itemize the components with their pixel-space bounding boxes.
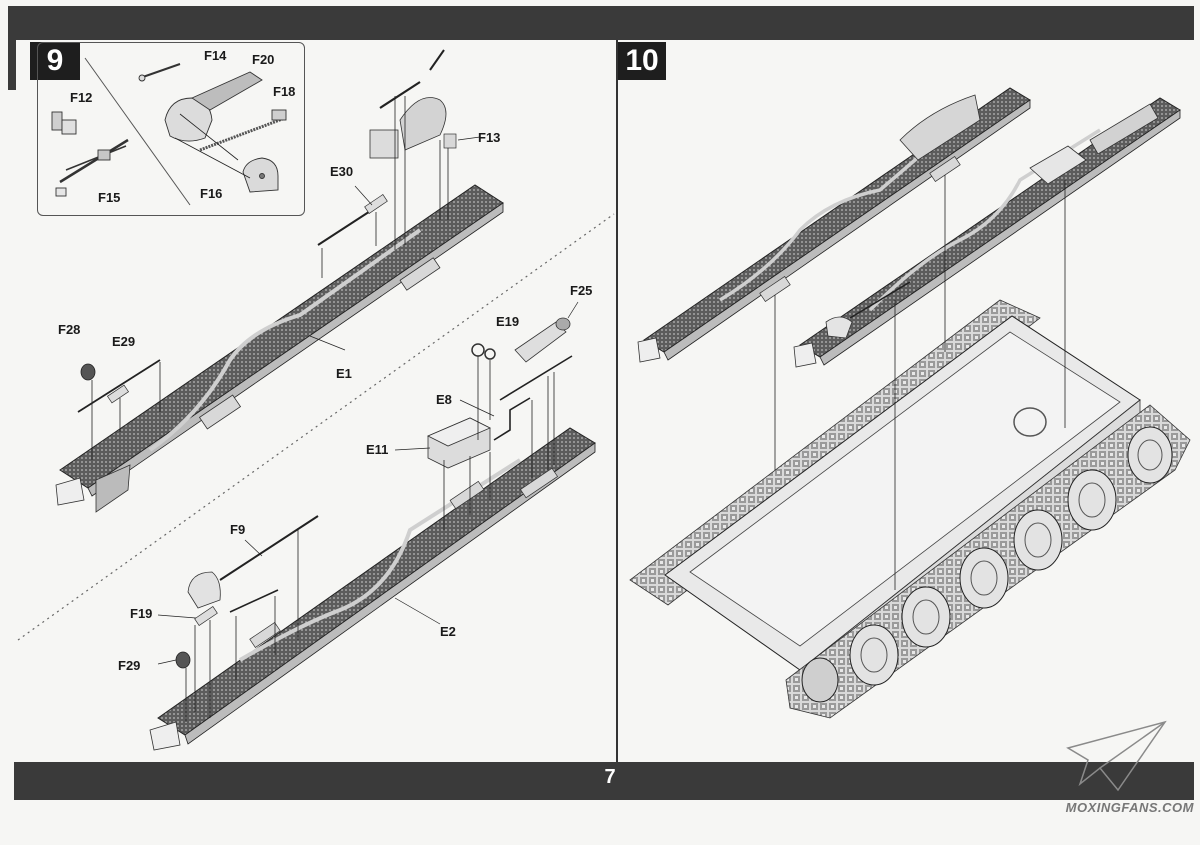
label-e2: E2 [440, 624, 456, 639]
watermark-logo [1066, 720, 1167, 792]
label-e30: E30 [330, 164, 354, 179]
inset-parts [51, 63, 287, 197]
step-divider [616, 40, 618, 762]
hull-with-tracks [629, 175, 1191, 719]
label-e1: E1 [336, 366, 352, 381]
label-e19: E19 [496, 314, 520, 329]
label-f16: F16 [200, 186, 223, 201]
inset-subassembly-box [37, 42, 305, 216]
header-band [8, 6, 1194, 40]
label-e29: E29 [112, 334, 136, 349]
label-f13: F13 [478, 130, 501, 145]
watermark-text: MOXINGFANS.COM [1065, 800, 1194, 815]
label-f18: F18 [273, 84, 296, 99]
step-9-badge: 9 [30, 42, 80, 80]
label-f20: F20 [252, 52, 275, 67]
step10-fender-right [793, 97, 1181, 368]
label-f28: F28 [58, 322, 81, 337]
label-f25: F25 [570, 283, 593, 298]
label-f12: F12 [70, 90, 93, 105]
label-f19: F19 [130, 606, 153, 621]
label-f29: F29 [118, 658, 141, 673]
step10-fender-left [637, 87, 1031, 363]
fender-e1 [55, 49, 504, 513]
page-number: 7 [604, 766, 616, 788]
label-e11: E11 [366, 442, 389, 457]
label-f14: F14 [204, 48, 227, 63]
fender-e2 [149, 301, 596, 751]
step-10-badge: 10 [618, 42, 666, 80]
label-f9: F9 [230, 522, 246, 537]
label-f15: F15 [98, 190, 121, 205]
subassembly-separator [17, 213, 615, 641]
edge-tab [8, 40, 16, 90]
label-e8: E8 [436, 392, 452, 407]
footer-band [14, 762, 1194, 800]
